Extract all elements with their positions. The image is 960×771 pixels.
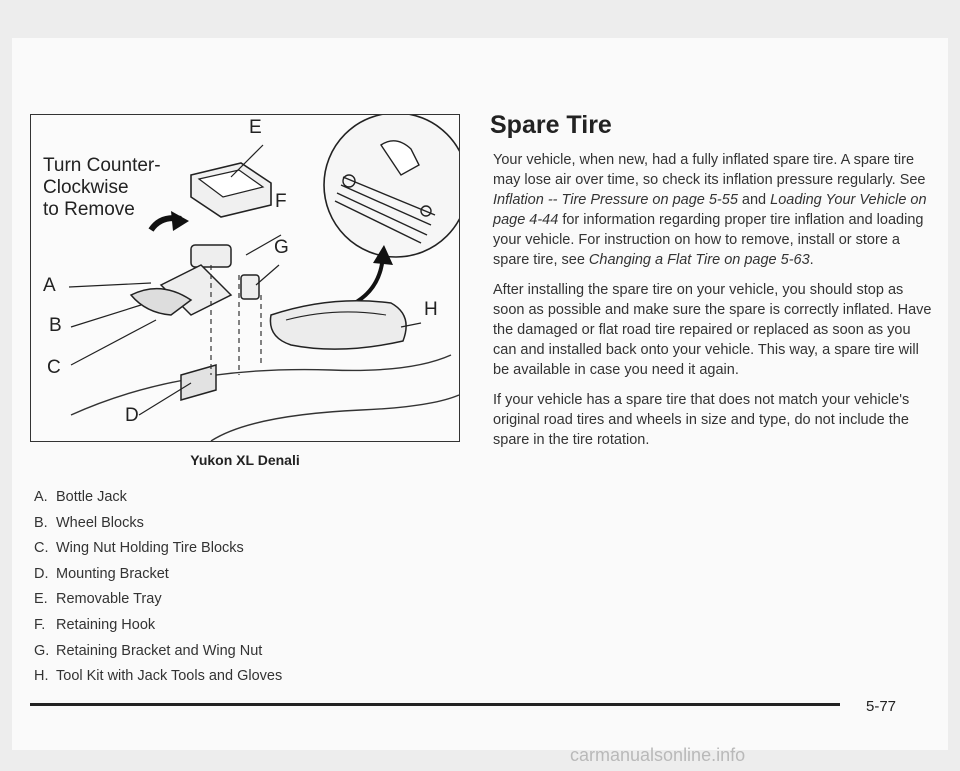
figure-legend: A.Bottle Jack B.Wheel Blocks C.Wing Nut …	[34, 485, 282, 690]
figure-caption: Yukon XL Denali	[190, 452, 300, 468]
ref-changing-flat-tire: Changing a Flat Tire on page 5-63	[588, 252, 810, 268]
ref-inflation-tire-pressure: Inflation -- Tire Pressure on page 5-55	[493, 192, 738, 208]
footer-rule	[30, 703, 840, 706]
label-f: F	[275, 191, 287, 212]
turn-line-1: Turn Counter-	[43, 155, 161, 176]
legend-item: C.Wing Nut Holding Tire Blocks	[34, 540, 244, 557]
label-b: B	[49, 315, 62, 336]
label-g: G	[274, 237, 289, 258]
paragraph-inflation: Your vehicle, when new, had a fully infl…	[493, 152, 927, 268]
legend-item: H.Tool Kit with Jack Tools and Gloves	[34, 668, 283, 685]
legend-item: B.Wheel Blocks	[34, 514, 144, 531]
ref-loading-your-vehicle: Loading Your Vehicle on page 4-44	[493, 192, 927, 228]
section-body: Your vehicle, when new, had a fully infl…	[493, 150, 933, 460]
turn-line-2: Clockwise	[43, 177, 129, 198]
legend-item: F.Retaining Hook	[34, 616, 156, 633]
label-c: C	[47, 357, 61, 378]
legend-item: D.Mounting Bracket	[34, 565, 169, 582]
illustration-drawing	[68, 115, 459, 441]
section-title: Spare Tire	[490, 111, 612, 139]
watermark: carmanualsonline.info	[570, 745, 746, 765]
paragraph-tire-rotation: If your vehicle has a spare tire that do…	[493, 392, 910, 448]
spare-tire-illustration: Turn Counter- Clockwise to Remove A B C …	[30, 114, 460, 442]
label-d: D	[125, 405, 139, 426]
legend-item: A.Bottle Jack	[34, 489, 127, 505]
label-h: H	[424, 299, 438, 320]
label-e: E	[249, 117, 262, 138]
legend-item: G.Retaining Bracket and Wing Nut	[34, 642, 263, 659]
paragraph-after-installing: After installing the spare tire on your …	[493, 282, 932, 378]
page-number: 5-77	[866, 698, 897, 715]
label-a: A	[43, 275, 56, 296]
legend-item: E.Removable Tray	[34, 591, 162, 608]
turn-line-3: to Remove	[43, 199, 135, 220]
turn-counter-clockwise-instruction: Turn Counter- Clockwise to Remove	[43, 155, 161, 221]
